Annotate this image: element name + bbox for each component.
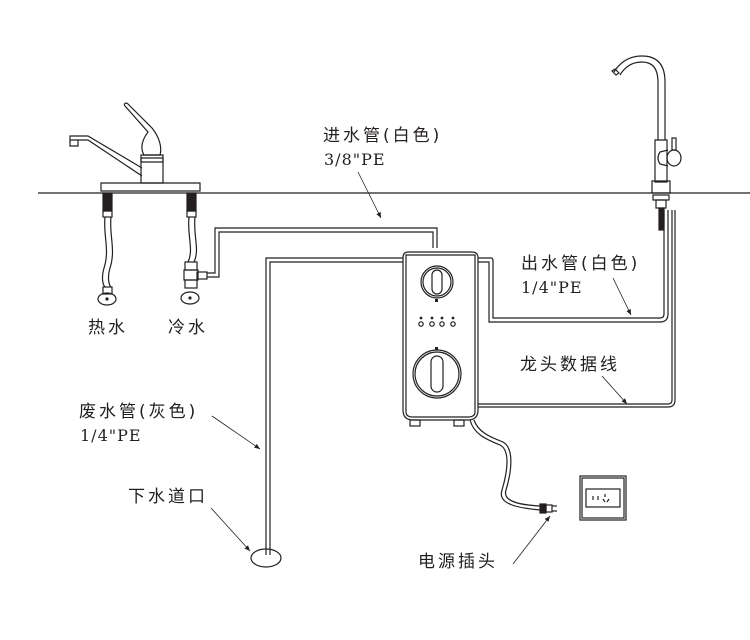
- kitchen-mixer-faucet: [69, 102, 201, 192]
- cold-water-label: 冷水: [168, 318, 208, 338]
- outlet-pipe: [478, 210, 669, 323]
- power-cord: [469, 419, 541, 511]
- waste-pipe: [265, 257, 403, 555]
- top-dial: [420, 265, 454, 299]
- leader-plug: [512, 515, 551, 565]
- leader-drain: [210, 507, 251, 552]
- water-purifier-unit: [402, 251, 479, 427]
- drain-label: 下水道口: [128, 487, 208, 507]
- bottom-dial: [412, 349, 462, 399]
- drain-opening: [250, 548, 282, 568]
- indicator-lights: [418, 316, 456, 327]
- leader-cable: [601, 375, 628, 405]
- inlet-pipe-label: 进水管(白色): [323, 126, 443, 146]
- wall-socket: [579, 475, 627, 521]
- power-plug: [539, 503, 557, 514]
- leader-outlet: [612, 277, 632, 316]
- leader-inlet: [357, 171, 382, 219]
- hot-water-hose: [97, 192, 117, 306]
- waste-pipe-spec: 1/4"PE: [80, 426, 142, 445]
- cold-water-hose: [180, 192, 208, 305]
- power-plug-label: 电源插头: [418, 552, 498, 572]
- inlet-pipe-spec: 3/8"PE: [324, 150, 386, 169]
- outlet-pipe-label: 出水管(白色): [521, 254, 641, 274]
- inlet-pipe: [207, 227, 438, 278]
- outlet-pipe-spec: 1/4"PE: [521, 278, 583, 297]
- leader-waste: [211, 415, 261, 450]
- faucet-data-cable: [478, 210, 676, 408]
- waste-pipe-label: 废水管(灰色): [79, 402, 199, 422]
- hot-water-label: 热水: [88, 318, 128, 338]
- faucet-data-cable-label: 龙头数据线: [520, 355, 620, 375]
- pure-water-faucet: [611, 55, 682, 231]
